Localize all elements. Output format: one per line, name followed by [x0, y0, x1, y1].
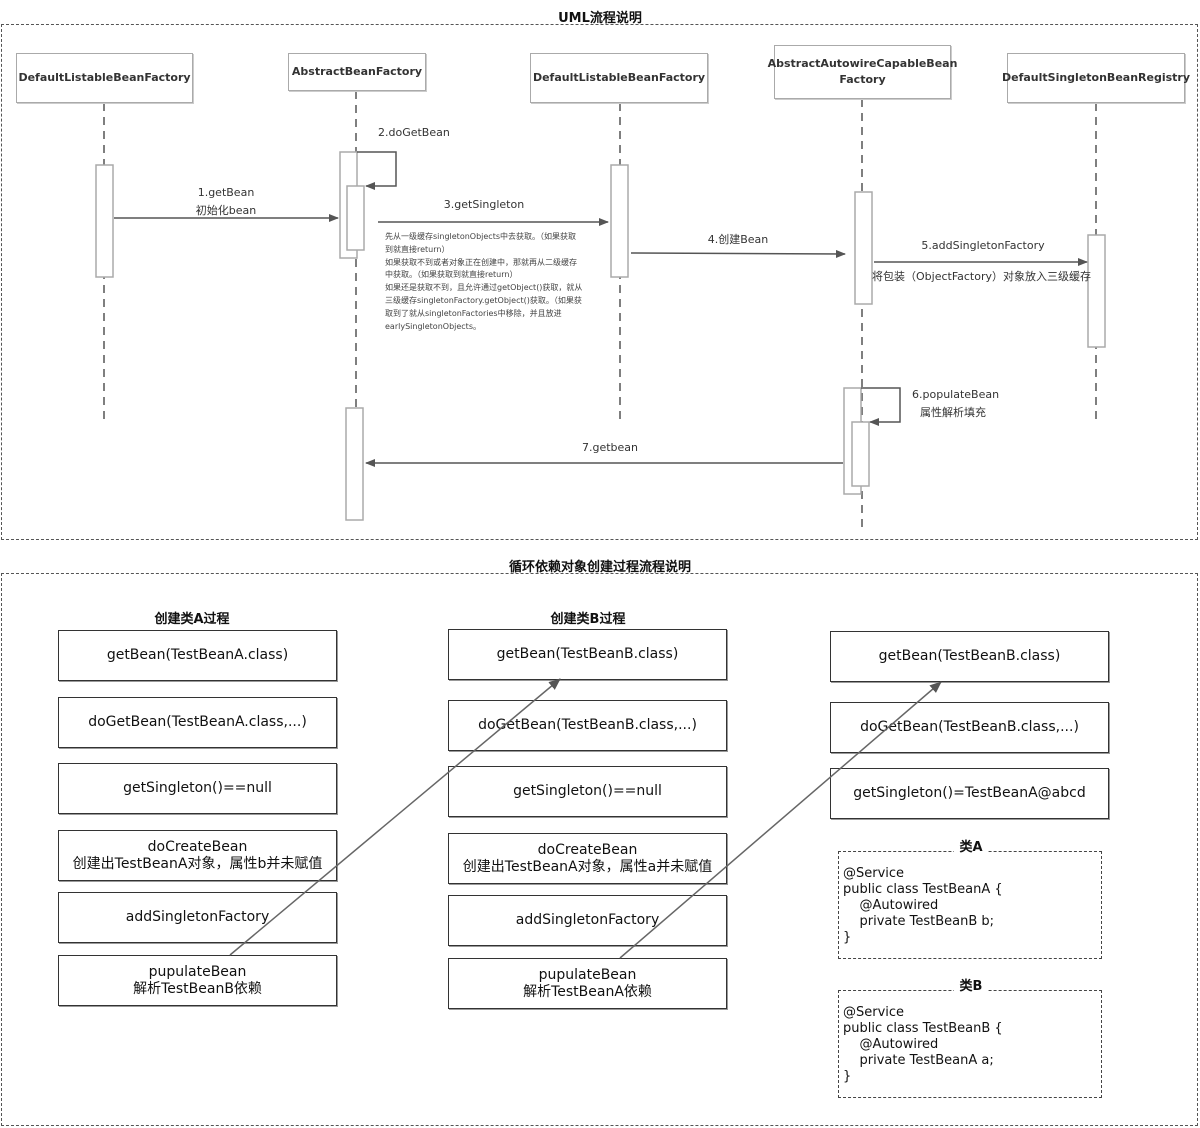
step-subtext: 创建出TestBeanA对象，属性b并未赋值 [72, 855, 323, 872]
step-text: doGetBean(TestBeanB.class,...) [860, 719, 1079, 735]
note-line: 如果还是获取不到，且允许通过getObject()获取，就从 [385, 283, 583, 293]
msg-2-label: 2.doGetBean [378, 126, 450, 139]
col-b-title: 创建类B过程 [550, 612, 626, 627]
msg-5-note: 将包装（ObjectFactory）对象放入三级缓存 [872, 270, 1092, 283]
lifeline-4-header: AbstractAutowireCapableBean Factory [768, 45, 957, 99]
col-a-step-getbean: getBean(TestBeanA.class) [58, 630, 337, 681]
col-b-step-addsingletonfactory: addSingletonFactory [448, 895, 727, 946]
uml-section-title: UML流程说明 [558, 11, 642, 26]
step-text: getSingleton()=TestBeanA@abcd [853, 785, 1086, 801]
step-text: doCreateBean [147, 838, 248, 855]
step-text: doGetBean(TestBeanB.class,...) [478, 717, 697, 733]
lifeline-3-header: DefaultListableBeanFactory [530, 53, 708, 103]
note-line: 取到了就从singletonFactories中移除，并且放进 [385, 308, 562, 318]
cycle-section-title: 循环依赖对象创建过程流程说明 [508, 560, 691, 575]
msg-6-sublabel: 属性解析填充 [920, 406, 986, 419]
note-line: 先从一级缓存singletonObjects中去获取。（如果获取 [385, 232, 577, 241]
col-c-step-getsingleton: getSingleton()=TestBeanA@abcd [830, 768, 1109, 819]
class-a-title: 类A [954, 836, 988, 855]
msg-5-label: 5.addSingletonFactory [921, 239, 1045, 252]
step-text: pupulateBean [538, 966, 637, 983]
cycle-section-frame [1, 573, 1198, 1126]
step-text: doCreateBean [537, 841, 638, 858]
step-text: doGetBean(TestBeanA.class,...) [88, 714, 307, 730]
col-b-step-getbean: getBean(TestBeanB.class) [448, 629, 727, 680]
class-a-code-box: @Service public class TestBeanA { @Autow… [838, 851, 1102, 959]
col-a-step-getsingleton: getSingleton()==null [58, 763, 337, 814]
msg-4-label: 4.创建Bean [707, 233, 769, 246]
col-a-step-dogetbean: doGetBean(TestBeanA.class,...) [58, 697, 337, 748]
step-text: pupulateBean [148, 963, 247, 980]
step-subtext: 解析TestBeanB依赖 [133, 980, 262, 997]
msg-3-label: 3.getSingleton [443, 198, 525, 211]
note-line: 三级缓存singletonFactory.getObject()获取。（如果获 [385, 295, 582, 305]
msg-1-sublabel: 初始化bean [195, 204, 257, 217]
lifeline-5-header: DefaultSingletonBeanRegistry [1002, 53, 1190, 103]
col-b-step-populatebean: pupulateBean 解析TestBeanA依赖 [448, 958, 727, 1009]
col-a-title: 创建类A过程 [154, 612, 230, 627]
step-text: getSingleton()==null [123, 780, 272, 796]
col-b-step-getsingleton: getSingleton()==null [448, 766, 727, 817]
uml-section-frame [1, 24, 1198, 540]
col-c-step-getbean: getBean(TestBeanB.class) [830, 631, 1109, 682]
step-text: getBean(TestBeanB.class) [496, 646, 679, 662]
col-a-step-addsingletonfactory: addSingletonFactory [58, 892, 337, 943]
col-c-step-dogetbean: doGetBean(TestBeanB.class,...) [830, 702, 1109, 753]
col-b-step-dogetbean: doGetBean(TestBeanB.class,...) [448, 700, 727, 751]
class-b-code-box: @Service public class TestBeanB { @Autow… [838, 990, 1102, 1098]
step-text: getSingleton()==null [513, 783, 662, 799]
note-line: earlySingletonObjects。 [385, 321, 481, 331]
note-line: 中获取。（如果获取到就直接return） [385, 270, 518, 280]
note-line: 到就直接return） [385, 244, 450, 254]
col-a-step-populatebean: pupulateBean 解析TestBeanB依赖 [58, 955, 337, 1006]
class-b-title: 类B [954, 975, 988, 994]
msg-7-label: 7.getbean [581, 441, 639, 454]
step-text: addSingletonFactory [125, 909, 270, 925]
step-subtext: 创建出TestBeanA对象，属性a并未赋值 [462, 858, 713, 875]
col-b-step-docreatebean: doCreateBean 创建出TestBeanA对象，属性a并未赋值 [448, 833, 727, 884]
get-singleton-note: 先从一级缓存singletonObjects中去获取。（如果获取 到就直接ret… [385, 231, 582, 333]
msg-1-label: 1.getBean [197, 186, 255, 199]
msg-6-label: 6.populateBean [912, 388, 1000, 401]
lifeline-2-header: AbstractBeanFactory [288, 53, 426, 91]
step-text: addSingletonFactory [515, 912, 660, 928]
lifeline-1-header: DefaultListableBeanFactory [16, 53, 193, 103]
step-subtext: 解析TestBeanA依赖 [523, 983, 652, 1000]
note-line: 如果获取不到或者对象正在创建中，那就再从二级缓存 [385, 257, 577, 267]
col-a-step-docreatebean: doCreateBean 创建出TestBeanA对象，属性b并未赋值 [58, 830, 337, 881]
step-text: getBean(TestBeanB.class) [878, 648, 1061, 664]
step-text: getBean(TestBeanA.class) [106, 647, 289, 663]
